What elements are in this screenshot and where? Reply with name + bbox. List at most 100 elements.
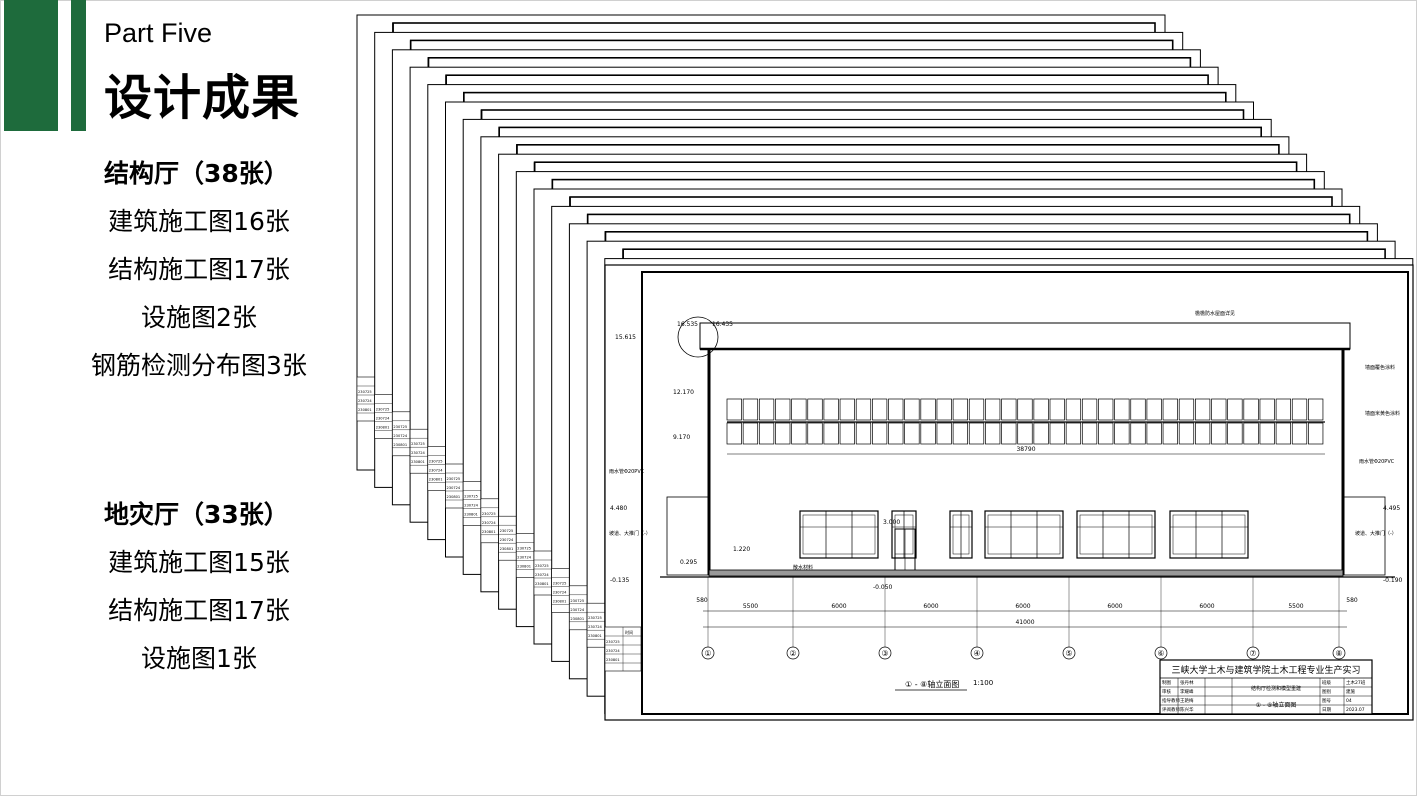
sheet-stub-date: 230725 [606, 640, 620, 644]
axis-label: ⑥ [1157, 649, 1164, 658]
window-pane [839, 422, 855, 445]
axis-bubble [1246, 646, 1260, 660]
sheet-stub-date: 230801 [535, 582, 549, 586]
title-block-institution: 三峡大学土木与建筑学院土木工程专业生产实习 [1171, 664, 1360, 676]
window-pane [807, 422, 823, 445]
window-pane [1194, 398, 1211, 421]
window-pane [1275, 422, 1291, 445]
window-pane [1146, 422, 1162, 445]
title-block-label: 评阅教师 [1162, 706, 1180, 713]
window-pane [1243, 398, 1259, 421]
window-pane [823, 398, 839, 421]
bay-dimension: 5500 [1288, 603, 1303, 610]
window-pane [872, 398, 888, 421]
window-pane [968, 422, 985, 445]
drawing-note: 雨水管Φ20PVC [1359, 458, 1395, 465]
window-pane [1194, 422, 1211, 445]
sheet-stub-date: 230724 [570, 608, 584, 612]
window-pane [1081, 422, 1098, 445]
window-pane [952, 422, 969, 445]
window-pane [775, 398, 791, 421]
window-pane [1146, 398, 1162, 421]
window-pane [1017, 398, 1033, 421]
window-pane [758, 398, 775, 421]
drawing-note: 坡道、大推门（-） [609, 530, 651, 537]
window-pane [936, 422, 952, 445]
window-pane [920, 398, 936, 421]
sheet-stub-date: 230725 [500, 529, 514, 533]
window-pane [1081, 398, 1098, 421]
window-pane [904, 422, 920, 445]
sheet-stub-date: 230725 [570, 599, 584, 603]
axis-label: ④ [973, 649, 980, 658]
axis-label: ⑧ [1335, 649, 1342, 658]
sheet-inner-border [641, 271, 1409, 715]
axis-label: ② [789, 649, 796, 658]
sheet-stub-date: 230725 [535, 564, 549, 568]
window-pane [1291, 398, 1308, 421]
sheet-stub-date: 230801 [570, 617, 584, 621]
title-block-right-value: 建施 [1346, 688, 1355, 695]
drawing-note: 坡道、大推门（-） [1355, 530, 1397, 537]
title-block-name: 张丹林 [1180, 679, 1194, 686]
window-frame [984, 510, 1064, 559]
window-pane [920, 422, 936, 445]
title-block-project: 结构厅检测和模型重建 [1251, 685, 1301, 692]
sheet-stub-date: 230724 [553, 590, 567, 594]
dim-label: 41000 [1015, 619, 1034, 626]
drawing-note: 散水材料 [793, 564, 813, 571]
sheet-stub-date: 230801 [429, 478, 443, 482]
window-frame [799, 510, 879, 559]
section-item: 结构施工图17张 [108, 255, 290, 284]
window-pane [985, 398, 1001, 421]
window-pane [1098, 422, 1114, 445]
window-pane [807, 398, 823, 421]
sheet-stub-date: 230725 [358, 390, 372, 394]
drawing-note: 墙面米黄色涂料 [1365, 410, 1400, 417]
sheet-stub-date: 230801 [588, 634, 602, 638]
window-pane [1001, 398, 1017, 421]
window-pane [1308, 422, 1324, 445]
bay-dimension: 6000 [1015, 603, 1030, 610]
sheet-stub-date: 230801 [376, 425, 390, 429]
elevation-caption: ① - ⑧轴立面图 [905, 679, 959, 689]
title-block-right-label: 班级 [1322, 679, 1331, 686]
sheet-stub-date: 230725 [447, 477, 461, 481]
sheet-stub-date: 230724 [606, 649, 620, 653]
title-block-sheet-name: ① - ⑧轴立面图 [1256, 701, 1297, 709]
title-block: 三峡大学土木与建筑学院土木工程专业生产实习 制图 审核 指导教师 评阅教师 张丹… [1159, 659, 1373, 715]
sheet-stub-date: 230801 [393, 443, 407, 447]
section-heading: 地灾厅（33张） [104, 500, 289, 529]
window-pane [1065, 398, 1082, 421]
elevation-label: 16.535 [677, 321, 698, 328]
sheet-stub-date: 230801 [482, 530, 496, 534]
sheet-stub-date: 230724 [535, 573, 549, 577]
window-frame [1076, 510, 1156, 559]
elevation-label: 12.170 [673, 389, 694, 396]
section-item: 建筑施工图15张 [108, 548, 290, 577]
sheet-stub-date: 230801 [447, 495, 461, 499]
axis-bubble [786, 646, 800, 660]
window-pane [1098, 398, 1114, 421]
sheet-stub-date: 230725 [482, 512, 496, 516]
section-item: 设施图2张 [141, 303, 257, 332]
window-pane [775, 422, 791, 445]
sheet-stub-date: 230801 [358, 408, 372, 412]
window-pane [985, 422, 1001, 445]
window-pane [1130, 398, 1146, 421]
elevation-labels: 16.535 16.435 15.615 12.170 9.170 4.480 … [610, 321, 1403, 591]
bay-dimension: 5500 [743, 603, 758, 610]
sheet-stub-date: 230724 [517, 556, 531, 560]
section-item: 结构施工图17张 [108, 596, 290, 625]
section-item: 钢筋检测分布图3张 [91, 351, 307, 380]
title-block-right-label: 图号 [1322, 698, 1331, 704]
scale-label: 1:100 [973, 679, 993, 687]
dim-label: 580 [696, 597, 708, 604]
drawing-notes: 檐檐防水屋面详见 墙面覆色涂料 墙面米黄色涂料 雨水管Φ20PVC 雨水管Φ20… [609, 310, 1400, 571]
window-pane [888, 398, 904, 421]
window-pane [1275, 398, 1291, 421]
title-block-label: 指导教师 [1162, 697, 1180, 704]
